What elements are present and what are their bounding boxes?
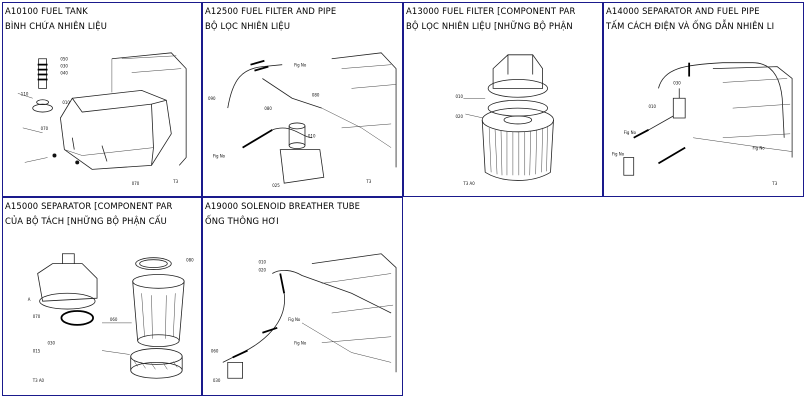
svg-text:010: 010 xyxy=(62,100,70,105)
svg-text:Fig No: Fig No xyxy=(294,341,307,346)
item-subtitle: CỦA BỘ TÁCH [NHỮNG BỘ PHẬN CẤU xyxy=(5,216,167,226)
catalog-item-solenoid-breather-tube[interactable]: A19000 SOLENOID BREATHER TUBE ỐNG THÔNG … xyxy=(202,197,403,396)
empty-cell xyxy=(603,197,804,396)
catalog-item-separator-components[interactable]: A15000 SEPARATOR [COMPONENT PAR CỦA BỘ T… xyxy=(2,197,202,396)
svg-text:T3 A0: T3 A0 xyxy=(462,181,475,186)
item-caption: A12500 FUEL FILTER AND PIPE BỘ LỌC NHIÊN… xyxy=(205,4,400,34)
item-caption: A10100 FUEL TANK BÌNH CHỨA NHIÊN LIỆU xyxy=(5,4,199,34)
item-subtitle: ỐNG THÔNG HƠI xyxy=(205,216,279,226)
parts-catalog-grid: A10100 FUEL TANK BÌNH CHỨA NHIÊN LIỆU 05… xyxy=(2,2,804,396)
svg-text:Fig No: Fig No xyxy=(753,146,766,151)
item-code-title: A15000 SEPARATOR [COMPONENT PAR xyxy=(5,201,173,211)
item-subtitle: BỘ LỌC NHIÊN LIỆU [NHỮNG BỘ PHẬN xyxy=(406,21,573,31)
svg-text:030: 030 xyxy=(673,80,681,85)
catalog-item-fuel-tank[interactable]: A10100 FUEL TANK BÌNH CHỨA NHIÊN LIỆU 05… xyxy=(2,2,202,197)
fuel-filter-components-diagram: 010 020 T3 A0 xyxy=(404,39,602,196)
svg-text:070: 070 xyxy=(33,314,41,319)
svg-text:015: 015 xyxy=(33,349,41,354)
svg-text:090: 090 xyxy=(208,96,216,101)
svg-text:010: 010 xyxy=(308,134,316,139)
catalog-item-separator-and-fuel-pipe[interactable]: A14000 SEPARATOR AND FUEL PIPE TẤM CÁCH … xyxy=(603,2,804,197)
item-code-title: A12500 FUEL FILTER AND PIPE xyxy=(205,6,337,16)
item-code-title: A10100 FUEL TANK xyxy=(5,6,88,16)
svg-text:030: 030 xyxy=(60,64,68,69)
svg-text:A: A xyxy=(28,297,31,302)
svg-text:070: 070 xyxy=(132,181,140,186)
solenoid-breather-tube-diagram: 010 020 Fig No Fig No 060 030 xyxy=(203,234,402,395)
svg-text:020: 020 xyxy=(258,268,266,273)
svg-text:T3: T3 xyxy=(771,181,777,186)
svg-text:T3: T3 xyxy=(172,179,178,184)
item-caption: A19000 SOLENOID BREATHER TUBE ỐNG THÔNG … xyxy=(205,199,400,229)
item-caption: A15000 SEPARATOR [COMPONENT PAR CỦA BỘ T… xyxy=(5,199,199,229)
separator-and-fuel-pipe-diagram: 030 010 Fig No Fig No Fig No T3 xyxy=(604,39,803,196)
svg-text:T3: T3 xyxy=(365,179,371,184)
svg-text:080: 080 xyxy=(186,258,194,263)
svg-text:010: 010 xyxy=(258,260,266,265)
svg-text:Fig No: Fig No xyxy=(213,153,226,158)
empty-cell xyxy=(403,197,603,396)
item-caption: A14000 SEPARATOR AND FUEL PIPE TẤM CÁCH … xyxy=(606,4,801,34)
svg-text:030: 030 xyxy=(213,378,221,383)
svg-text:080: 080 xyxy=(312,92,320,97)
item-subtitle: BỘ LỌC NHIÊN LIỆU xyxy=(205,21,291,31)
svg-text:030: 030 xyxy=(48,341,56,346)
svg-text:050: 050 xyxy=(60,57,68,62)
svg-text:Fig No: Fig No xyxy=(294,63,307,68)
catalog-item-fuel-filter-and-pipe[interactable]: A12500 FUEL FILTER AND PIPE BỘ LỌC NHIÊN… xyxy=(202,2,403,197)
svg-text:Fig No: Fig No xyxy=(612,152,625,157)
svg-text:110: 110 xyxy=(21,91,29,96)
svg-text:070: 070 xyxy=(41,126,49,131)
item-caption: A13000 FUEL FILTER [COMPONENT PAR BỘ LỌC… xyxy=(406,4,600,34)
svg-text:010: 010 xyxy=(649,104,657,109)
item-code-title: A19000 SOLENOID BREATHER TUBE xyxy=(205,201,361,211)
item-subtitle: TẤM CÁCH ĐIỆN VÀ ỐNG DẪN NHIÊN LI xyxy=(606,21,775,31)
item-subtitle: BÌNH CHỨA NHIÊN LIỆU xyxy=(5,21,107,31)
svg-text:T3 A0: T3 A0 xyxy=(32,378,45,383)
svg-text:060: 060 xyxy=(211,349,219,354)
separator-components-diagram: A 070 015 030 060 080 T3 A0 xyxy=(3,234,201,395)
svg-text:010: 010 xyxy=(455,94,463,99)
svg-text:080: 080 xyxy=(264,106,272,111)
svg-text:020: 020 xyxy=(455,114,463,119)
svg-text:060: 060 xyxy=(110,317,118,322)
svg-text:Fig No: Fig No xyxy=(288,317,301,322)
catalog-item-fuel-filter-components[interactable]: A13000 FUEL FILTER [COMPONENT PAR BỘ LỌC… xyxy=(403,2,603,197)
item-code-title: A13000 FUEL FILTER [COMPONENT PAR xyxy=(406,6,576,16)
fuel-filter-and-pipe-diagram: 090 Fig No Fig No 080 080 010 025 T3 xyxy=(203,39,402,196)
svg-text:025: 025 xyxy=(272,183,280,188)
svg-text:Fig No: Fig No xyxy=(624,130,637,135)
item-code-title: A14000 SEPARATOR AND FUEL PIPE xyxy=(606,6,760,16)
fuel-tank-diagram: 050 030 040 110 010 070 070 T3 xyxy=(3,39,201,196)
svg-text:040: 040 xyxy=(60,71,68,76)
